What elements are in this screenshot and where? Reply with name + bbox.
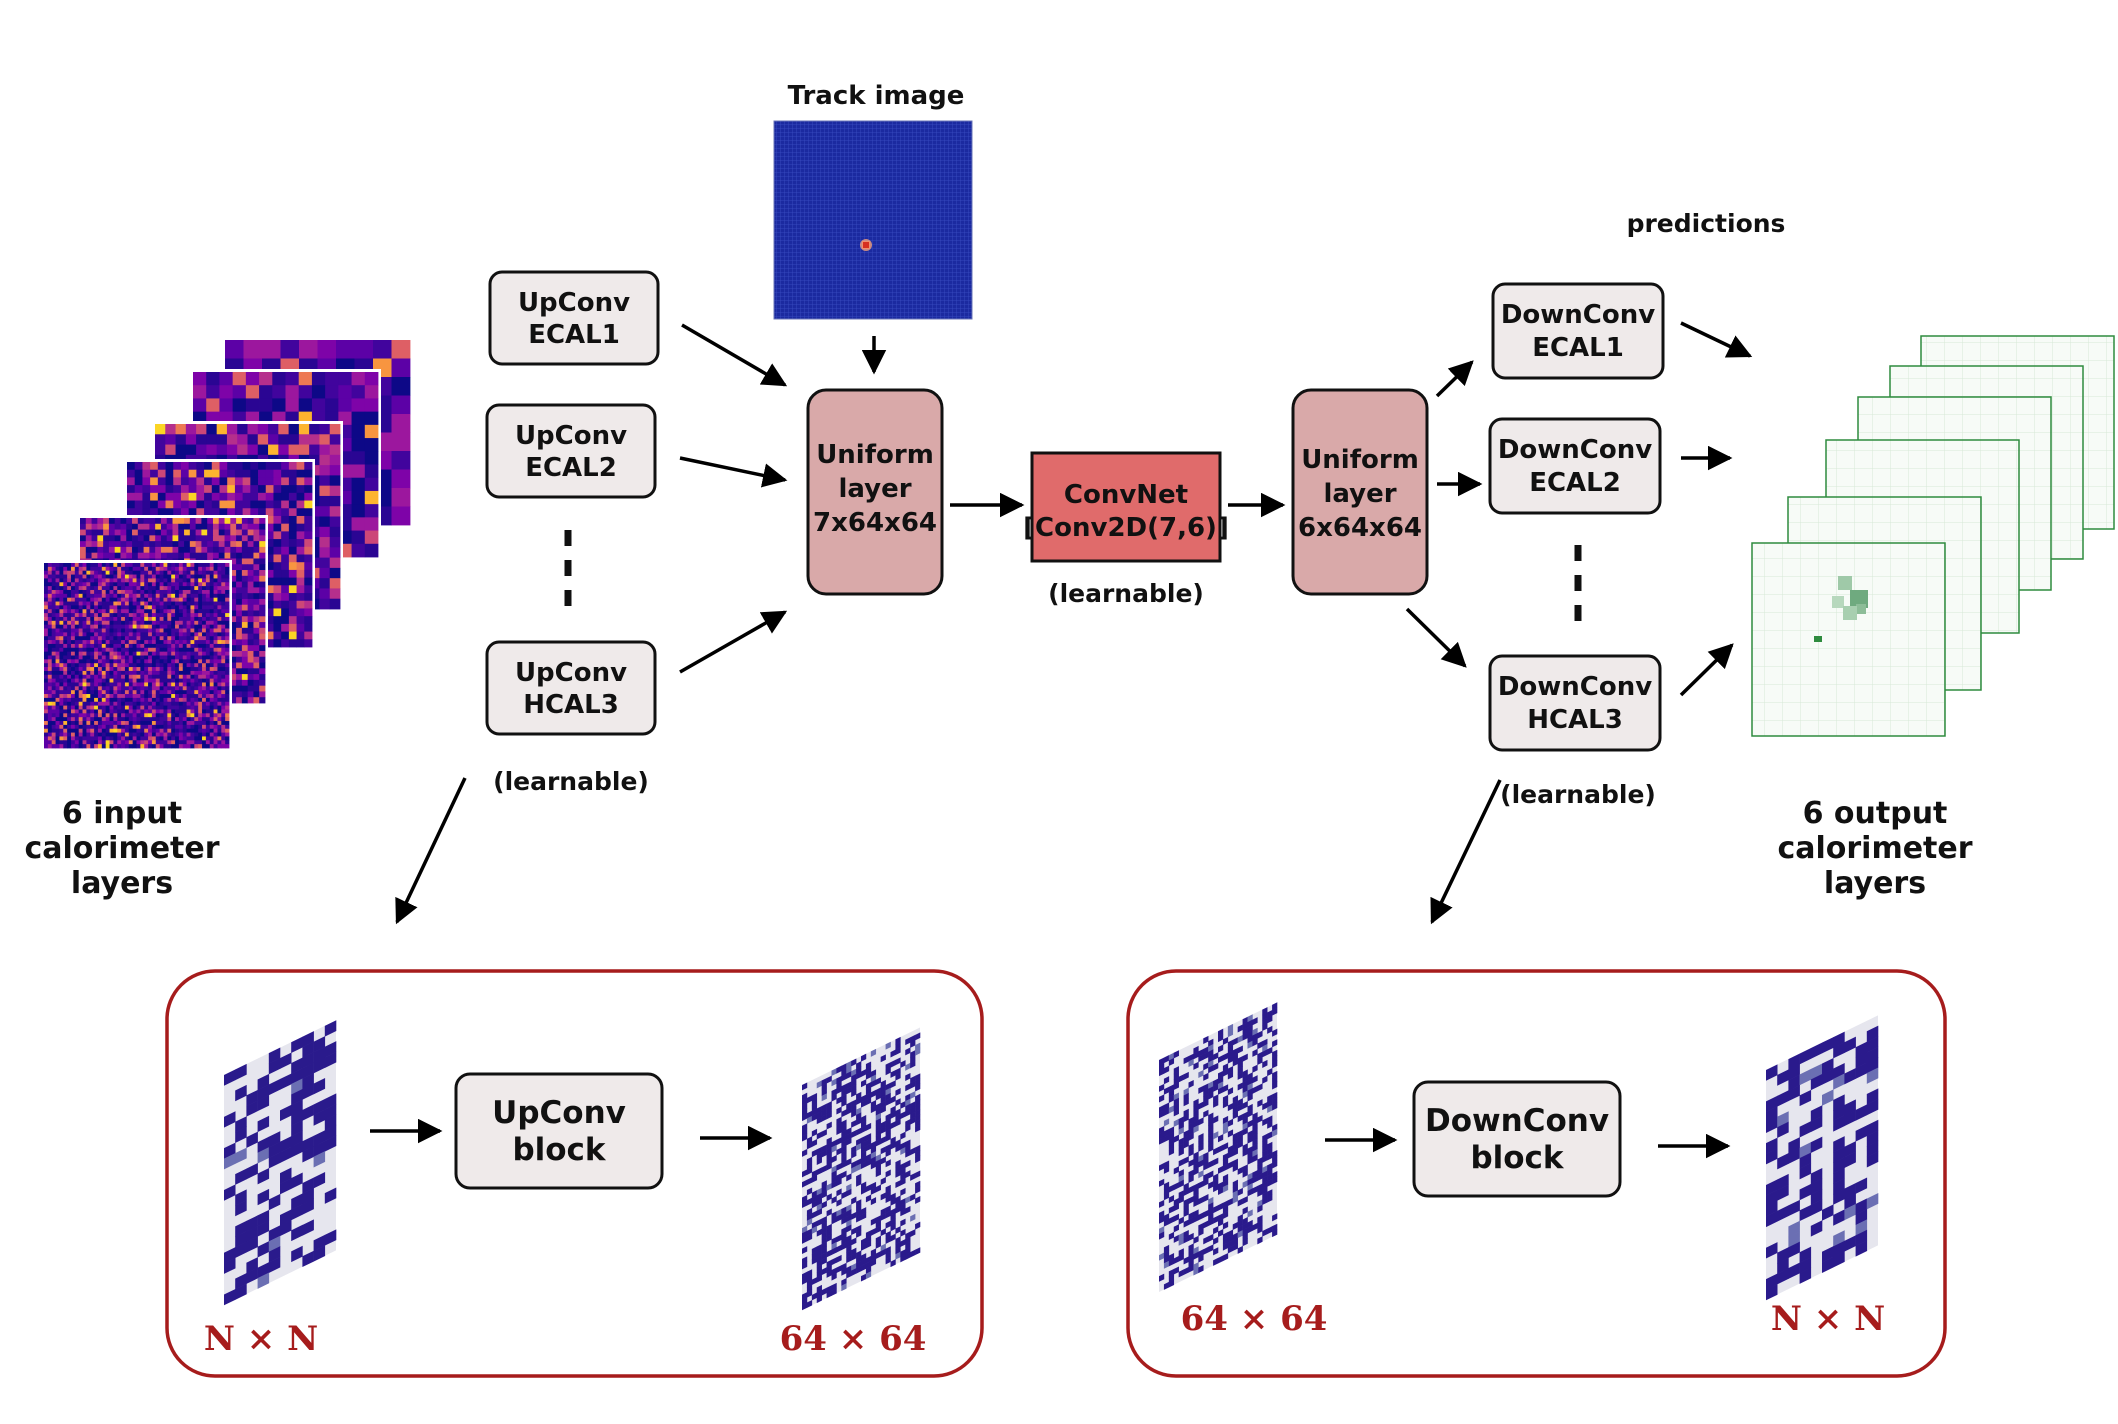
uniform-out-line-3: 6x64x64 (1298, 513, 1422, 543)
upconv-ecal1-line-1: UpConv (518, 288, 630, 318)
upconv-ecal2-line-1: UpConv (515, 421, 627, 451)
upconv-learnable-label: (learnable) (493, 767, 649, 796)
convnet-line-1: ConvNet (1064, 480, 1188, 510)
downconv-ecal1-line-1: DownConv (1501, 300, 1655, 330)
downconv-detail-panel: DownConv block 64 × 64 N × N (1126, 969, 1947, 1378)
arrow-downconv-ecal1-out (1680, 321, 1753, 358)
downconv-block-line-1: DownConv (1425, 1103, 1609, 1139)
input-label-line-2: calorimeter (24, 831, 219, 866)
downconv-hcal3-line-1: DownConv (1498, 672, 1652, 702)
input-layer-6 (41, 560, 232, 751)
convnet-learnable-label: (learnable) (1048, 579, 1204, 608)
downconv-ecal1-box: DownConv ECAL1 (1491, 282, 1665, 380)
arrow-to-downconv-ecal1 (1435, 360, 1474, 398)
output-label-line-1: 6 output (1803, 796, 1948, 831)
uniform-in-line-2: layer (838, 474, 911, 504)
uniform-layer-in: Uniform layer 7x64x64 (806, 388, 944, 596)
input-calorimeter-stack (41, 337, 413, 751)
output-layer-6 (1751, 542, 1946, 737)
downconv-learnable-label: (learnable) (1500, 780, 1656, 809)
output-label-line-2: calorimeter (1777, 831, 1972, 866)
uniform-in-line-3: 7x64x64 (813, 508, 937, 538)
predictions-label: predictions (1627, 209, 1786, 238)
input-layers-label: 6 input calorimeter layers (24, 796, 219, 901)
uniform-out-line-2: layer (1323, 479, 1396, 509)
downconv-block-line-2: block (1470, 1140, 1564, 1176)
downconv-output-grid (1766, 1015, 1879, 1301)
upconv-out-size-label: 64 × 64 (780, 1319, 927, 1359)
upconv-ecal2-box: UpConv ECAL2 (485, 403, 657, 499)
input-label-line-1: 6 input (62, 796, 182, 831)
upconv-block-line-2: block (512, 1132, 606, 1168)
arrow-to-downconv-hcal3 (1405, 607, 1467, 668)
output-label-line-3: layers (1824, 866, 1926, 901)
downconv-out-size-label: N × N (1771, 1299, 1885, 1339)
convnet-line-2: [Conv2D(7,6)] (1023, 513, 1229, 543)
arrow-to-downconv-detail (1430, 779, 1502, 925)
arrow-upconv-ecal1 (681, 323, 788, 387)
upconv-output-grid (802, 1027, 921, 1311)
downconv-input-grid (1159, 1002, 1278, 1292)
upconv-ecal1-box: UpConv ECAL1 (488, 270, 660, 366)
upconv-ecal2-line-2: ECAL2 (525, 453, 617, 483)
upconv-detail-panel: UpConv block N × N 64 × 64 (165, 969, 984, 1378)
uniform-out-line-1: Uniform (1301, 445, 1419, 475)
downconv-hcal3-box: DownConv HCAL3 (1488, 654, 1662, 752)
arrow-to-upconv-detail (395, 777, 467, 925)
output-calorimeter-stack (1751, 335, 2115, 737)
arrow-downconv-hcal3-out (1679, 643, 1734, 697)
output-layers-label: 6 output calorimeter layers (1777, 796, 1972, 901)
upconv-block-line-1: UpConv (492, 1095, 626, 1131)
downconv-hcal3-line-2: HCAL3 (1527, 705, 1623, 735)
track-image (773, 120, 973, 320)
upconv-hcal3-line-1: UpConv (515, 658, 627, 688)
upconv-input-grid (224, 1020, 337, 1306)
downconv-ecal2-line-1: DownConv (1498, 435, 1652, 465)
upconv-ecal1-line-2: ECAL1 (528, 320, 620, 350)
uniform-in-line-1: Uniform (816, 440, 934, 470)
downconv-in-size-label: 64 × 64 (1181, 1299, 1328, 1339)
input-label-line-3: layers (71, 866, 173, 901)
downconv-ecal1-line-2: ECAL1 (1532, 333, 1624, 363)
upconv-hcal3-line-2: HCAL3 (523, 690, 619, 720)
uniform-layer-out: Uniform layer 6x64x64 (1291, 388, 1429, 596)
convnet-box: ConvNet [Conv2D(7,6)] (1023, 451, 1229, 563)
arrow-upconv-ecal2 (679, 456, 788, 488)
upconv-in-size-label: N × N (204, 1319, 318, 1359)
upconv-hcal3-box: UpConv HCAL3 (485, 640, 657, 736)
track-image-title: Track image (788, 81, 965, 111)
flow-arrows (395, 321, 1753, 925)
downconv-ecal2-box: DownConv ECAL2 (1488, 417, 1662, 515)
arrow-upconv-hcal3 (679, 610, 788, 674)
downconv-ecal2-line-2: ECAL2 (1529, 468, 1621, 498)
